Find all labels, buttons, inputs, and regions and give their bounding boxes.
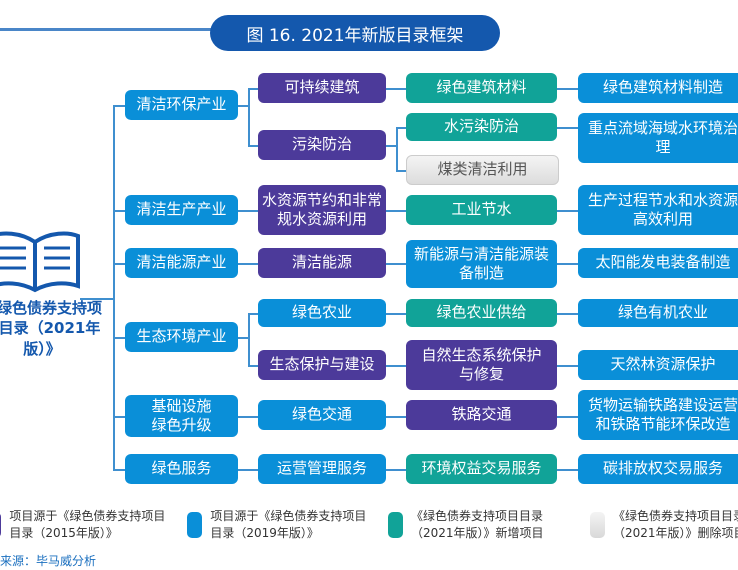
- node-green-agriculture: 绿色农业: [258, 299, 386, 327]
- node-process-water: 生产过程节水和水资源高效利用: [578, 185, 738, 235]
- node-clean-production: 清洁生产产业: [125, 195, 238, 225]
- node-industrial-water: 工业节水: [406, 195, 557, 225]
- node-freight-railway: 货物运输铁路建设运营和铁路节能环保改造: [578, 390, 738, 440]
- node-eco-env: 生态环境产业: [125, 322, 238, 352]
- legend-item-removed: 《绿色债券支持项目目录（2021年版）》删除项目: [590, 508, 738, 542]
- root-label: 《绿色债券支持项目目录（2021年版）》: [0, 299, 103, 358]
- node-pollution-control: 污染防治: [258, 130, 386, 160]
- node-green-agri-supply: 绿色农业供给: [406, 299, 557, 327]
- node-water-saving: 水资源节约和非常规水资源利用: [258, 185, 386, 235]
- node-green-materials-mfg: 绿色建筑材料制造: [578, 73, 738, 103]
- legend-swatch: [0, 511, 2, 538]
- node-coal-clean: 煤类清洁利用: [406, 155, 559, 185]
- node-natural-eco: 自然生态系统保护与修复: [406, 340, 557, 390]
- node-infrastructure: 基础设施绿色升级: [125, 395, 238, 437]
- node-green-transport: 绿色交通: [258, 400, 386, 430]
- legend-swatch: [388, 511, 403, 538]
- node-clean-energy: 清洁能源产业: [125, 248, 238, 278]
- node-water-pollution: 水污染防治: [406, 113, 557, 141]
- node-env-rights-trading: 环境权益交易服务: [406, 454, 557, 484]
- node-sustainable-building: 可持续建筑: [258, 73, 386, 103]
- legend-swatch: [590, 511, 605, 538]
- node-railway: 铁路交通: [406, 400, 557, 430]
- legend-item-2015: 项目源于《绿色债券支持项目目录（2015年版）》: [0, 508, 166, 542]
- node-operation-service: 运营管理服务: [258, 454, 386, 484]
- title-line: [0, 28, 260, 31]
- node-green-service: 绿色服务: [125, 454, 238, 484]
- legend-item-2019: 项目源于《绿色债券支持项目目录（2019年版）》: [187, 508, 367, 542]
- node-eco-protection: 生态保护与建设: [258, 350, 386, 380]
- book-icon: [0, 231, 80, 293]
- node-watershed: 重点流域海域水环境治理: [578, 113, 738, 163]
- node-solar-equipment: 太阳能发电装备制造: [578, 248, 738, 278]
- legend-swatch: [187, 511, 203, 538]
- node-clean-energy-2: 清洁能源: [258, 248, 386, 278]
- node-new-energy-equipment: 新能源与清洁能源装备制造: [406, 240, 557, 288]
- node-clean-env: 清洁环保产业: [125, 90, 238, 120]
- node-green-materials: 绿色建筑材料: [406, 73, 557, 103]
- source-note: 资料来源：毕马威分析: [0, 554, 97, 568]
- node-forest: 天然林资源保护: [578, 350, 738, 380]
- node-organic-agri: 绿色有机农业: [578, 299, 738, 327]
- page-title: 图 16. 2021年新版目录框架: [210, 15, 500, 51]
- legend-item-new: 《绿色债券支持项目目录（2021年版）》新增项目: [388, 508, 563, 542]
- node-carbon-trading: 碳排放权交易服务: [578, 454, 738, 484]
